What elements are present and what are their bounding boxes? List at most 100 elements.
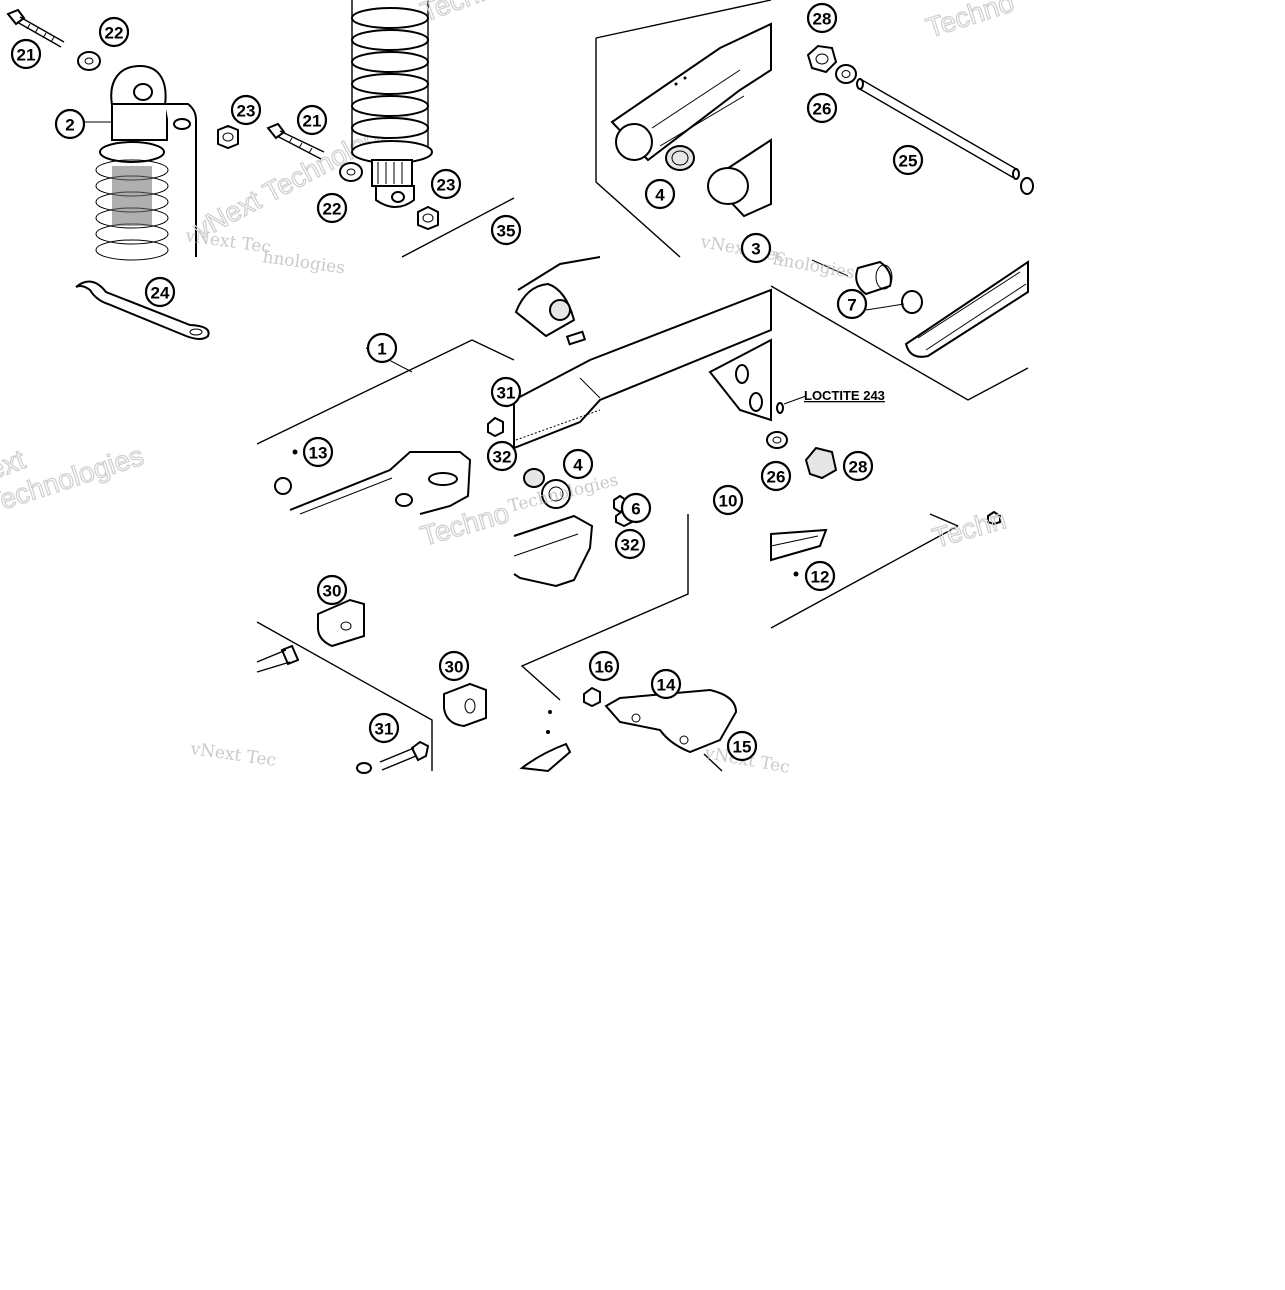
callout-15: 15 [726, 730, 758, 762]
svg-text:31: 31 [375, 720, 394, 739]
brackets-view [256, 598, 487, 774]
bolt-21-left [6, 8, 65, 48]
callout-14: 14 [650, 668, 682, 700]
chain-guide-view [513, 508, 738, 773]
svg-text:1: 1 [377, 340, 386, 359]
svg-text:24: 24 [151, 284, 170, 303]
callout-32: 32 [486, 440, 518, 472]
svg-text:10: 10 [719, 492, 738, 511]
svg-text:15: 15 [733, 738, 752, 757]
chain-guide-14 [604, 688, 738, 754]
callout-23: 23 [230, 94, 262, 126]
swingarm-pivot-view [595, 0, 772, 258]
callout-2: 2 [54, 108, 86, 140]
callout-28: 28 [806, 2, 838, 34]
swingarm-main-view [256, 339, 515, 515]
callout-22: 22 [98, 16, 130, 48]
bracket-30-left [317, 598, 365, 648]
svg-text:30: 30 [323, 582, 342, 601]
callout-21: 21 [10, 38, 42, 70]
watermark-techno-1: Techno [416, 0, 511, 28]
svg-text:21: 21 [17, 46, 36, 65]
svg-text:28: 28 [849, 458, 868, 477]
svg-text:31: 31 [497, 384, 516, 403]
loctite-label: LOCTITE 243 [804, 388, 885, 403]
svg-text:25: 25 [899, 152, 918, 171]
svg-text:30: 30 [445, 658, 464, 677]
callout-21: 21 [296, 104, 328, 136]
bolt-31-lower [379, 740, 430, 771]
callout-32: 32 [614, 528, 646, 560]
washer-22-right [339, 162, 363, 182]
watermark-vnext-3: vNext Tec [188, 739, 277, 771]
callout-26: 26 [806, 92, 838, 124]
svg-text:32: 32 [493, 448, 512, 467]
shock-absorber-right [266, 0, 515, 258]
callout-12: 12 [804, 560, 836, 592]
svg-text:22: 22 [323, 200, 342, 219]
callout-30: 30 [438, 650, 470, 682]
callout-30: 30 [316, 574, 348, 606]
watermark-techno-2: Techno [922, 0, 1017, 44]
callout-6: 6 [620, 492, 652, 524]
svg-text:22: 22 [105, 24, 124, 43]
callout-31: 31 [490, 376, 522, 408]
washer-26-top [835, 64, 857, 84]
bushing-4-top [665, 145, 695, 171]
svg-text:26: 26 [767, 468, 786, 487]
watermark-hnologies-2: hnologies [771, 249, 856, 283]
svg-text:35: 35 [497, 222, 516, 241]
nut-23-right [417, 205, 439, 231]
spring-right [351, 0, 429, 150]
callout-23: 23 [430, 168, 462, 200]
guard-tail-view [770, 510, 1001, 629]
shock-absorber-left [6, 8, 239, 261]
watermark-hnologies-1: hnologies [261, 247, 346, 278]
svg-text:4: 4 [573, 456, 583, 475]
bushing-loctite-view [766, 259, 1029, 480]
callout-24: 24 [144, 276, 176, 308]
watermark-techn: Techn [929, 503, 1009, 553]
callout-28: 28 [842, 450, 874, 482]
svg-text:7: 7 [847, 296, 856, 315]
callout-3: 3 [740, 232, 772, 264]
swingarm-axle-view [806, 44, 1034, 195]
callout-26: 26 [760, 460, 792, 492]
svg-text:3: 3 [751, 240, 760, 259]
svg-text:23: 23 [237, 102, 256, 121]
callout-1: 1 [366, 332, 398, 364]
nut-23-left [217, 124, 239, 150]
bushing-4-mid [541, 479, 571, 509]
svg-text:12: 12 [811, 568, 830, 587]
svg-text:4: 4 [655, 186, 665, 205]
callout-13: 13 [302, 436, 334, 468]
callout-10: 10 [712, 484, 744, 516]
svg-text:14: 14 [657, 676, 676, 695]
nut-28-top [806, 44, 838, 74]
spanner-tool-24 [75, 280, 210, 340]
svg-text:13: 13 [309, 444, 328, 463]
bolt-left-edge [256, 644, 300, 673]
axle-25 [856, 78, 1020, 180]
callout-16: 16 [588, 650, 620, 682]
bushing-7 [855, 260, 923, 314]
callout-31: 31 [368, 712, 400, 744]
nut-28-bottom [804, 446, 838, 480]
svg-text:6: 6 [631, 500, 640, 519]
callout-25: 25 [892, 144, 924, 176]
washer-22-left [77, 51, 101, 71]
callout-4: 4 [562, 448, 594, 480]
svg-text:16: 16 [595, 658, 614, 677]
callout-4: 4 [644, 178, 676, 210]
callout-7: 7 [836, 288, 868, 320]
callout-35: 35 [490, 214, 522, 246]
svg-text:21: 21 [303, 112, 322, 131]
svg-text:2: 2 [65, 116, 74, 135]
svg-text:23: 23 [437, 176, 456, 195]
spring-left [95, 159, 169, 261]
svg-text:28: 28 [813, 10, 832, 29]
bolt-21-right [266, 122, 325, 160]
